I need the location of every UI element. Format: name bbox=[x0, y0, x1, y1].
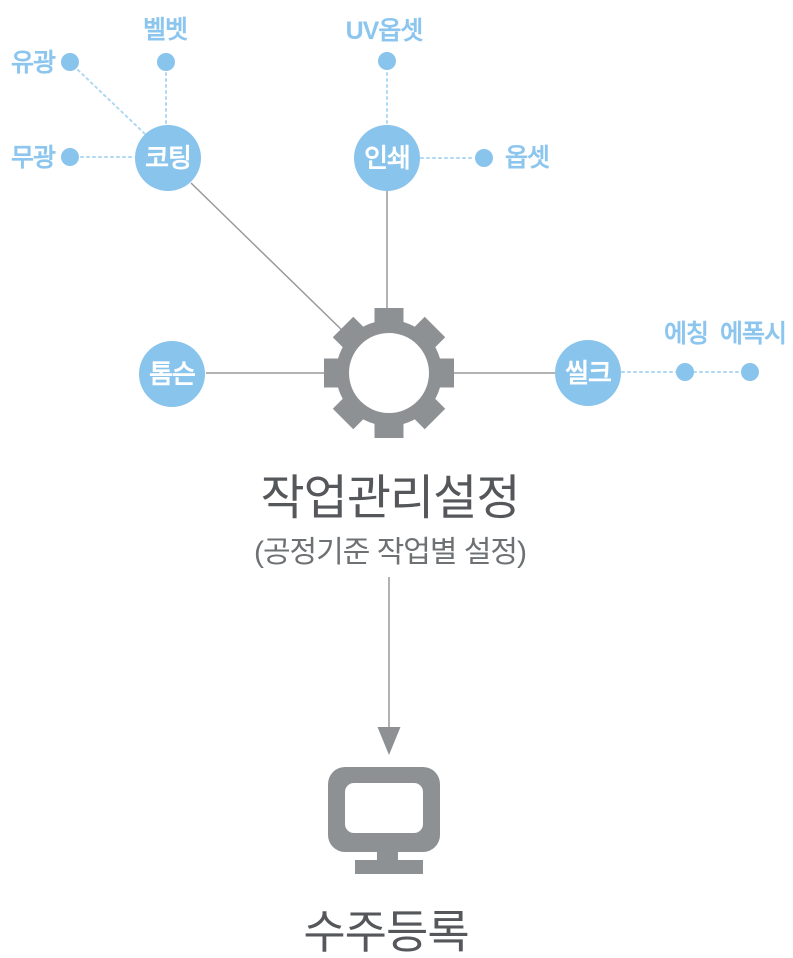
dot-velvet bbox=[157, 53, 175, 71]
connector-glossy-coating bbox=[77, 69, 146, 135]
monitor-icon bbox=[328, 767, 440, 874]
node-silk: 씰크 bbox=[555, 340, 621, 406]
label-offset: 옵셋 bbox=[504, 144, 550, 172]
label-uv-offset: UV옵셋 bbox=[345, 17, 424, 45]
dot-glossy bbox=[61, 53, 79, 71]
diagram-subtitle: (공정기준 작업별 설정) bbox=[253, 536, 527, 569]
dot-etching bbox=[676, 363, 694, 381]
dot-offset bbox=[475, 149, 493, 167]
gear-ring bbox=[336, 320, 442, 426]
monitor-screen bbox=[345, 783, 423, 833]
monitor-base bbox=[355, 860, 423, 874]
node-coating: 코팅 bbox=[135, 125, 201, 191]
label-matte: 무광 bbox=[10, 144, 56, 172]
label-glossy: 유광 bbox=[10, 49, 56, 77]
node-printing: 인쇄 bbox=[354, 125, 420, 191]
label-etching: 에칭 bbox=[663, 320, 709, 348]
connector-coating-gear bbox=[190, 182, 349, 337]
label-velvet: 벨벳 bbox=[142, 16, 188, 44]
dot-uv-offset bbox=[378, 52, 396, 70]
dot-matte bbox=[61, 148, 79, 166]
gear-icon bbox=[324, 308, 454, 438]
node-thomson: 톰슨 bbox=[139, 341, 205, 407]
label-epoxy: 에폭시 bbox=[719, 320, 787, 348]
diagram-title: 작업관리설정 bbox=[260, 472, 521, 525]
order-registration-label: 수주등록 bbox=[303, 906, 469, 958]
monitor-neck bbox=[377, 850, 398, 862]
flow-arrow-head bbox=[377, 727, 401, 755]
dot-epoxy bbox=[741, 363, 759, 381]
